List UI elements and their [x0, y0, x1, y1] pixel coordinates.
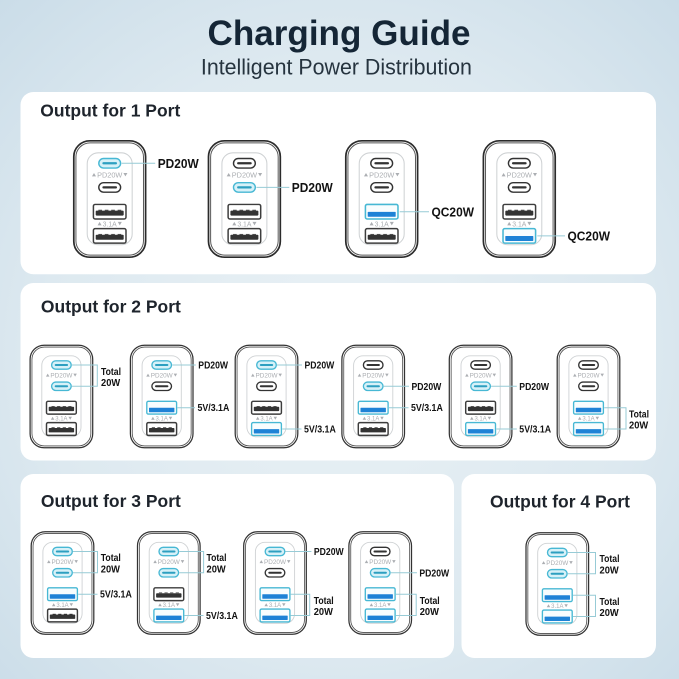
- svg-text:Output for 2 Port: Output for 2 Port: [41, 297, 181, 317]
- svg-text:5V/3.1A: 5V/3.1A: [411, 403, 443, 414]
- svg-text:Total: Total: [629, 410, 649, 421]
- svg-text:PD20W: PD20W: [314, 547, 344, 558]
- svg-text:3.1A: 3.1A: [56, 602, 69, 609]
- svg-text:PD20W: PD20W: [546, 560, 568, 567]
- svg-text:PD20W: PD20W: [158, 559, 180, 566]
- svg-text:PD20W: PD20W: [292, 180, 334, 195]
- svg-text:PD20W: PD20W: [50, 372, 72, 379]
- svg-text:Total: Total: [314, 596, 334, 607]
- svg-text:3.1A: 3.1A: [582, 416, 595, 423]
- svg-text:20W: 20W: [420, 607, 440, 618]
- svg-text:3.1A: 3.1A: [375, 221, 389, 228]
- svg-text:PD20W: PD20W: [198, 361, 228, 372]
- svg-text:PD20W: PD20W: [369, 559, 391, 566]
- svg-text:PD20W: PD20W: [256, 372, 278, 379]
- svg-text:3.1A: 3.1A: [367, 416, 380, 423]
- svg-text:PD20W: PD20W: [470, 372, 492, 379]
- svg-text:Output for 4 Port: Output for 4 Port: [490, 492, 630, 512]
- svg-text:Intelligent Power Distribution: Intelligent Power Distribution: [201, 54, 472, 79]
- svg-text:3.1A: 3.1A: [103, 221, 117, 228]
- svg-text:Total: Total: [207, 553, 227, 564]
- svg-text:3.1A: 3.1A: [474, 416, 487, 423]
- svg-text:5V/3.1A: 5V/3.1A: [198, 403, 230, 414]
- svg-text:Total: Total: [600, 597, 620, 608]
- svg-text:PD20W: PD20W: [52, 559, 74, 566]
- svg-text:5V/3.1A: 5V/3.1A: [304, 425, 336, 436]
- svg-text:3.1A: 3.1A: [374, 602, 387, 609]
- svg-text:5V/3.1A: 5V/3.1A: [206, 611, 238, 622]
- svg-text:PD20W: PD20W: [97, 172, 123, 179]
- svg-text:PD20W: PD20W: [264, 559, 286, 566]
- svg-text:QC20W: QC20W: [432, 204, 475, 219]
- svg-text:3.1A: 3.1A: [55, 416, 68, 423]
- svg-text:3.1A: 3.1A: [269, 602, 282, 609]
- svg-text:PD20W: PD20W: [507, 172, 533, 179]
- svg-text:PD20W: PD20W: [305, 361, 335, 372]
- svg-text:Total: Total: [600, 554, 620, 565]
- svg-text:3.1A: 3.1A: [551, 603, 564, 610]
- svg-text:20W: 20W: [314, 607, 334, 618]
- svg-text:Output for 1 Port: Output for 1 Port: [40, 100, 180, 120]
- svg-text:PD20W: PD20W: [369, 172, 395, 179]
- svg-text:5V/3.1A: 5V/3.1A: [519, 425, 551, 436]
- svg-text:3.1A: 3.1A: [512, 221, 526, 228]
- svg-text:5V/3.1A: 5V/3.1A: [100, 590, 132, 601]
- svg-text:PD20W: PD20W: [412, 382, 442, 393]
- svg-text:PD20W: PD20W: [158, 156, 200, 171]
- svg-text:3.1A: 3.1A: [260, 416, 273, 423]
- svg-text:Total: Total: [420, 596, 440, 607]
- svg-text:Total: Total: [101, 367, 121, 378]
- svg-text:PD20W: PD20W: [362, 372, 384, 379]
- svg-text:Charging Guide: Charging Guide: [208, 13, 471, 53]
- svg-text:3.1A: 3.1A: [237, 221, 251, 228]
- svg-text:20W: 20W: [600, 565, 620, 576]
- svg-text:Total: Total: [101, 553, 121, 564]
- svg-text:20W: 20W: [600, 608, 620, 619]
- svg-text:20W: 20W: [207, 564, 227, 575]
- svg-text:PD20W: PD20W: [232, 172, 258, 179]
- svg-text:PD20W: PD20W: [578, 372, 600, 379]
- svg-text:3.1A: 3.1A: [163, 602, 176, 609]
- svg-text:QC20W: QC20W: [568, 229, 611, 244]
- svg-text:PD20W: PD20W: [151, 372, 173, 379]
- svg-text:3.1A: 3.1A: [156, 416, 169, 423]
- svg-text:PD20W: PD20W: [419, 568, 449, 579]
- svg-text:20W: 20W: [101, 378, 121, 389]
- svg-text:20W: 20W: [101, 564, 121, 575]
- svg-text:20W: 20W: [629, 421, 649, 432]
- svg-text:PD20W: PD20W: [519, 382, 549, 393]
- svg-text:Output for 3 Port: Output for 3 Port: [41, 491, 181, 511]
